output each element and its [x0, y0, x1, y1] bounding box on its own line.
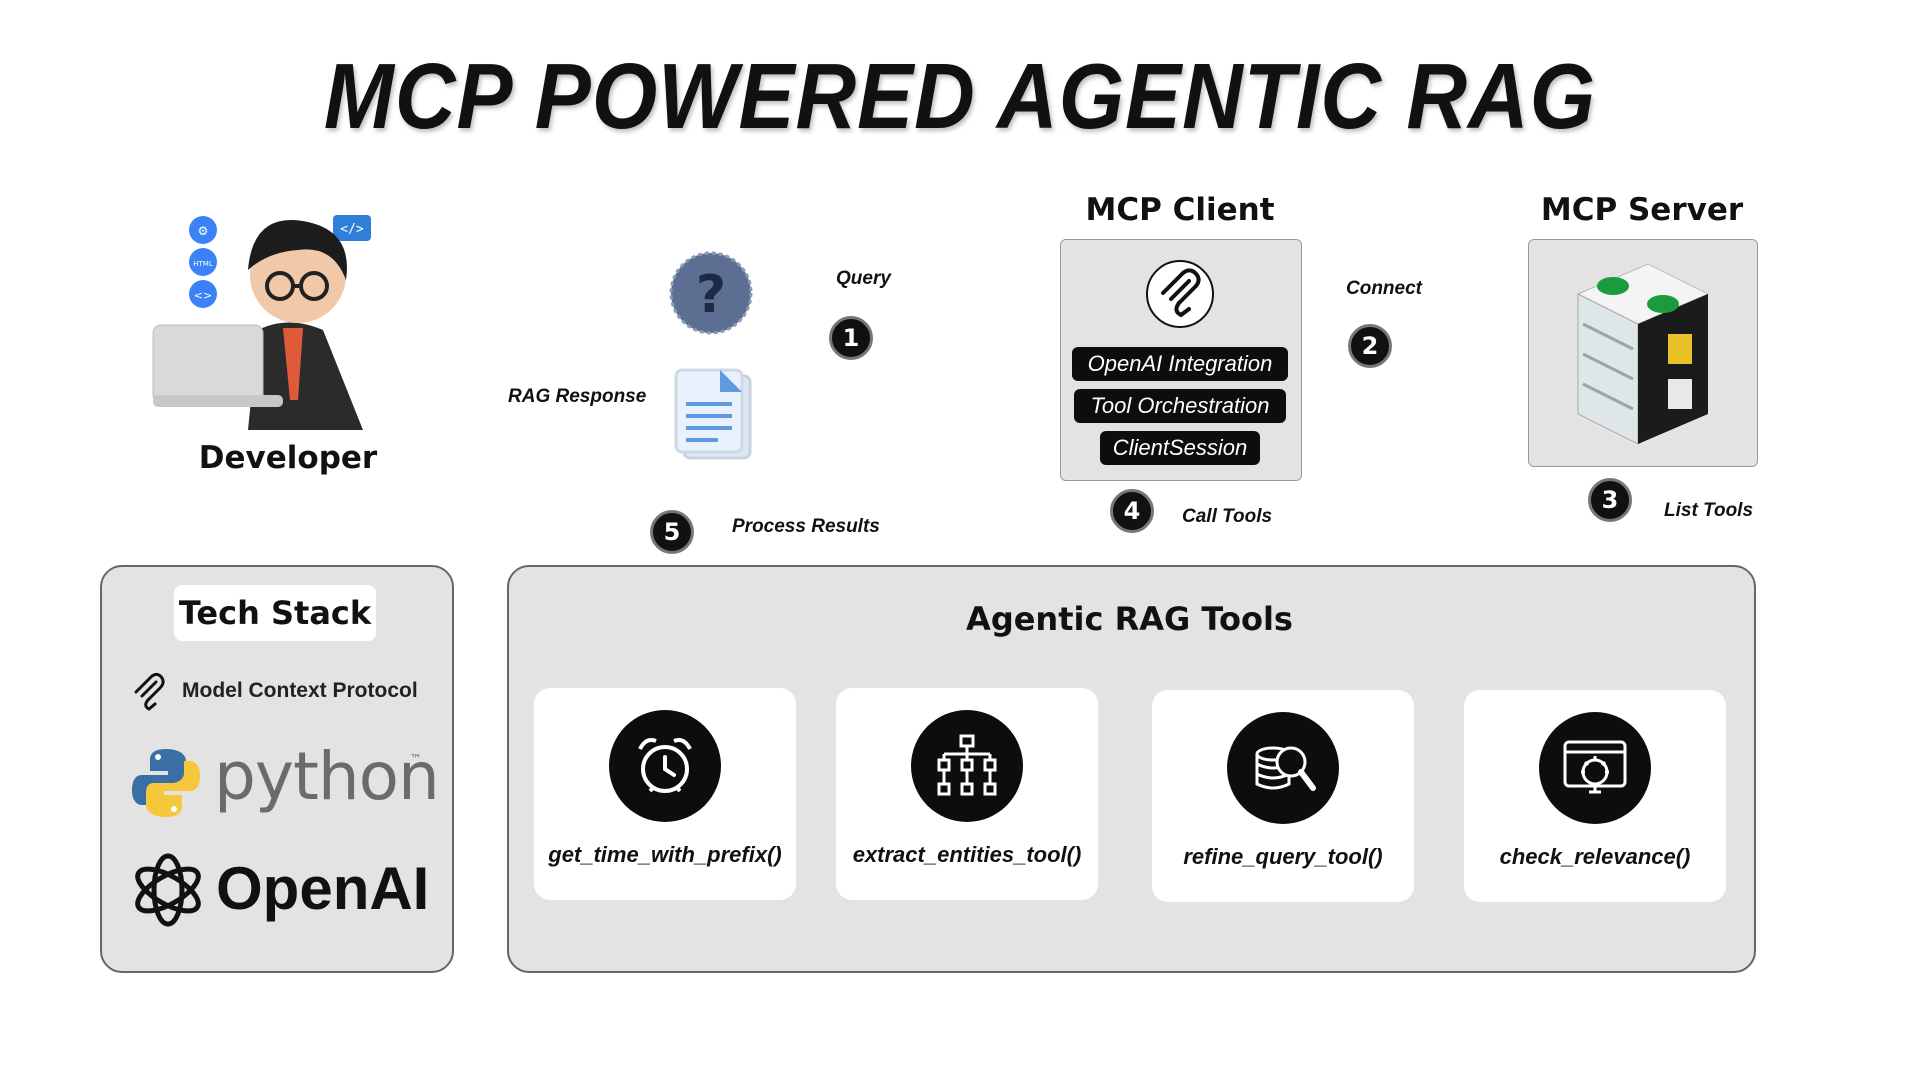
tech-python-label: python — [214, 738, 440, 815]
developer-illustration: ⚙ HTML <> </> — [148, 200, 388, 430]
tool-card-get-time[interactable]: get_time_with_prefix() — [534, 688, 796, 900]
step-3-badge: 3 — [1588, 478, 1632, 522]
svg-text:HTML: HTML — [193, 260, 213, 268]
developer-label: Developer — [198, 440, 378, 476]
mcp-server-title: MCP Server — [1540, 192, 1744, 228]
svg-text:</>: </> — [340, 222, 364, 237]
question-icon: ? — [668, 250, 754, 336]
tech-openai-label: OpenAI — [216, 855, 430, 922]
connect-label: Connect — [1346, 278, 1422, 299]
tool-label-check-relevance: check_relevance() — [1499, 844, 1691, 869]
feature-tool-orchestration: Tool Orchestration — [1074, 389, 1286, 423]
server-rack-icon — [1568, 254, 1718, 454]
tool-card-check-relevance[interactable]: check_relevance() — [1464, 690, 1726, 902]
feature-client-session: ClientSession — [1100, 431, 1260, 465]
tech-mcp-label: Model Context Protocol — [182, 679, 418, 702]
svg-text:⚙: ⚙ — [198, 224, 209, 238]
tool-label-refine-query: refine_query_tool() — [1183, 844, 1383, 869]
python-logo-icon — [128, 745, 204, 821]
svg-text:?: ? — [696, 265, 726, 325]
step-4-badge: 4 — [1110, 489, 1154, 533]
mcp-logo-icon — [1145, 259, 1215, 329]
python-trademark: ™ — [410, 752, 422, 766]
diagram-title: MCP POWERED AGENTIC RAG — [323, 44, 1597, 148]
mcp-client-title: MCP Client — [1085, 192, 1275, 228]
database-search-icon — [1227, 712, 1339, 824]
tool-card-refine-query[interactable]: refine_query_tool() — [1152, 690, 1414, 902]
settings-bulb-icon — [1539, 712, 1651, 824]
step-1-badge: 1 — [829, 316, 873, 360]
feature-openai-integration: OpenAI Integration — [1072, 347, 1288, 381]
step-2-badge: 2 — [1348, 324, 1392, 368]
call-tools-label: Call Tools — [1182, 506, 1273, 527]
openai-logo-icon — [128, 850, 208, 930]
step-5-badge: 5 — [650, 510, 694, 554]
tech-stack-title: Tech Stack — [174, 585, 376, 641]
alarm-clock-icon — [609, 710, 721, 822]
query-label: Query — [836, 268, 891, 289]
hierarchy-icon — [911, 710, 1023, 822]
mcp-small-logo-icon — [130, 672, 170, 712]
svg-text:<>: <> — [194, 289, 212, 302]
tool-card-extract-entities[interactable]: extract_entities_tool() — [836, 688, 1098, 900]
tool-label-extract-entities: extract_entities_tool() — [852, 842, 1082, 867]
process-results-label: Process Results — [732, 516, 880, 537]
agentic-tools-title: Agentic RAG Tools — [966, 600, 1293, 638]
list-tools-label: List Tools — [1664, 500, 1754, 521]
tool-label-get-time: get_time_with_prefix() — [548, 842, 782, 867]
rag-response-label: RAG Response — [508, 386, 647, 407]
document-icon — [668, 366, 764, 462]
